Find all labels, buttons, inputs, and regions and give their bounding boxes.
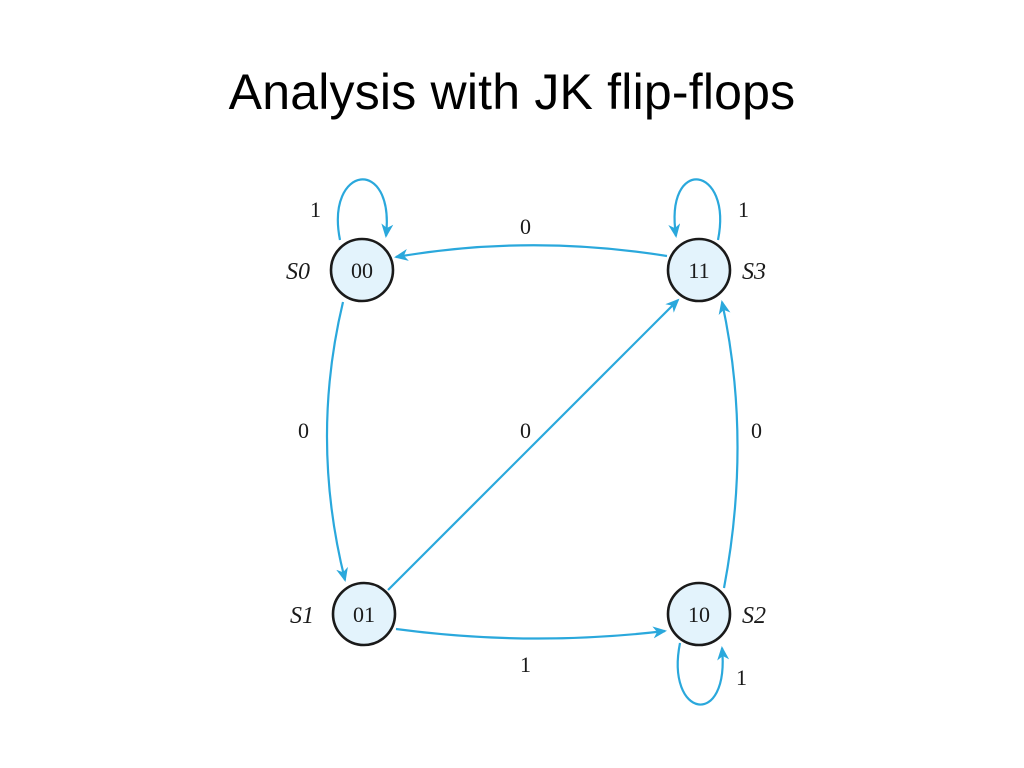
state-s0: 00 S0 (286, 237, 395, 303)
label-s1-to-s2: 1 (520, 652, 531, 677)
transition-s1-to-s2 (395, 626, 667, 640)
label-s2-to-s3: 0 (751, 418, 762, 443)
state-s3-circle (666, 237, 732, 303)
states: 00 S0 11 S3 01 S1 10 S2 (286, 237, 766, 647)
state-s0-circle (329, 237, 395, 303)
state-s2-name: S2 (742, 603, 766, 629)
label-s1-to-s3: 0 (520, 418, 531, 443)
state-s2-code: 10 (688, 602, 710, 627)
state-s0-code: 00 (351, 258, 373, 283)
transition-s2-self (676, 642, 730, 706)
transition-s3-to-s0 (394, 244, 668, 261)
label-s3-self: 1 (738, 197, 749, 222)
state-s1: 01 S1 (290, 581, 397, 647)
slide-title: Analysis with JK flip-flops (228, 64, 796, 120)
state-s3: 11 S3 (666, 237, 766, 303)
state-s1-circle (331, 581, 397, 647)
label-s2-self: 1 (736, 665, 747, 690)
transition-s2-to-s3 (718, 300, 739, 589)
state-s2: 10 S2 (666, 581, 766, 647)
label-s0-to-s1: 0 (298, 418, 309, 443)
transition-s0-self (336, 178, 394, 241)
transition-s3-self (668, 178, 722, 241)
transition-s1-to-s3 (387, 298, 680, 591)
transition-s0-to-s1 (325, 301, 348, 582)
state-s1-name: S1 (290, 603, 314, 629)
state-s1-code: 01 (353, 602, 375, 627)
transitions (325, 178, 739, 706)
transition-labels: 1 0 1 0 0 0 1 1 (298, 197, 762, 690)
state-s3-code: 11 (688, 258, 709, 283)
state-s0-name: S0 (286, 259, 310, 285)
label-s3-to-s0: 0 (520, 214, 531, 239)
state-s2-circle (666, 581, 732, 647)
state-s3-name: S3 (742, 259, 766, 285)
label-s0-self: 1 (310, 197, 321, 222)
